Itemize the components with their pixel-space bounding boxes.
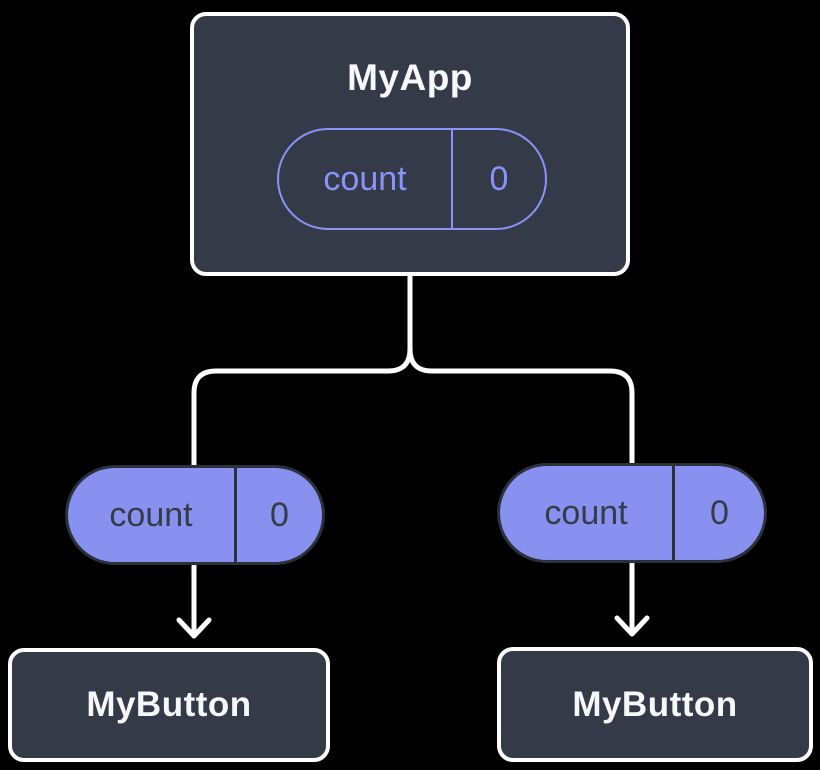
state-name: count (279, 130, 453, 228)
state-value: 0 (270, 495, 289, 534)
arrow-down-icon (176, 617, 212, 639)
connector-root-to-right-pill (407, 271, 635, 467)
state-pill-left: count 0 (65, 465, 325, 565)
state-value: 0 (489, 159, 509, 198)
component-title-mybutton: MyButton (572, 684, 738, 724)
connector-root-to-left-pill (191, 271, 413, 469)
component-node-mybutton-left: MyButton (8, 648, 330, 762)
state-name: count (500, 466, 675, 560)
component-title-mybutton: MyButton (86, 685, 252, 724)
state-pill-right: count 0 (497, 463, 767, 563)
arrow-left (176, 563, 212, 639)
component-node-myapp: MyApp count 0 (190, 12, 630, 276)
state-pill-myapp: count 0 (277, 128, 547, 230)
state-name: count (68, 468, 237, 562)
component-title-myapp: MyApp (347, 57, 473, 98)
state-value: 0 (710, 493, 729, 532)
component-node-mybutton-right: MyButton (497, 647, 813, 762)
arrow-down-icon (614, 615, 650, 637)
arrow-right (614, 561, 650, 637)
